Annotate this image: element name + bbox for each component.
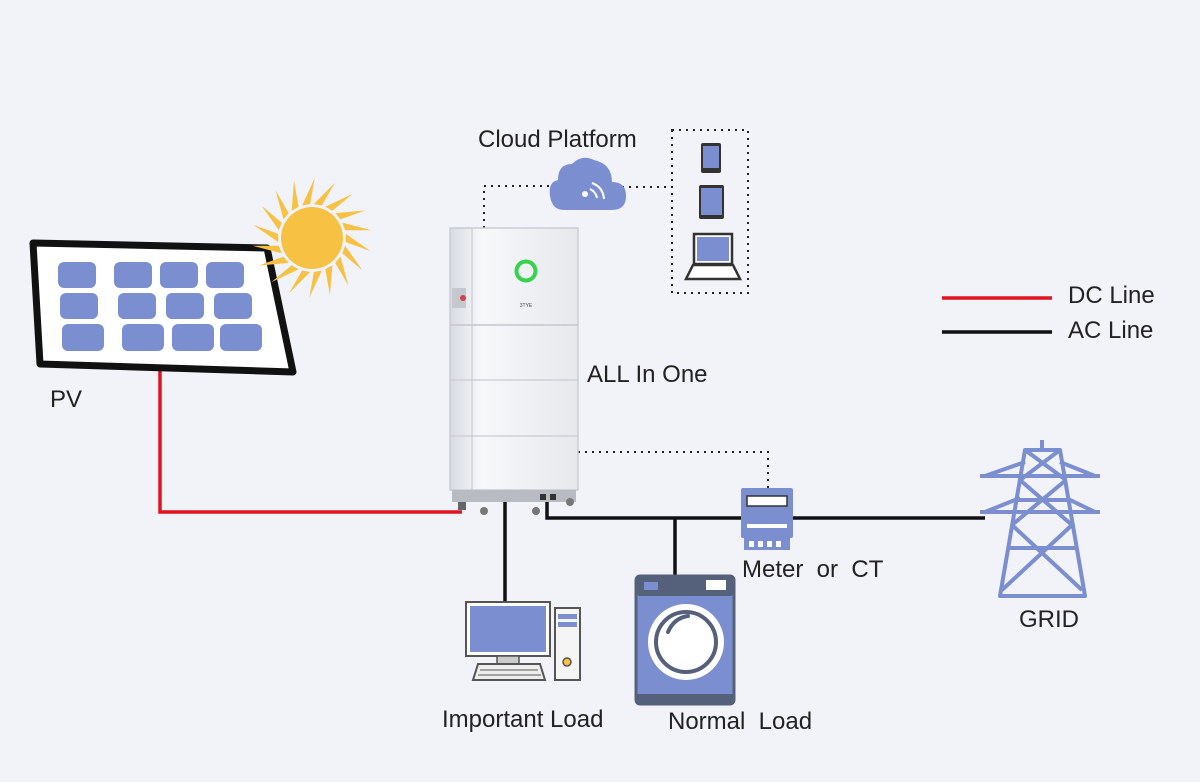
- tablet-icon: [699, 185, 724, 219]
- sun-ray: [288, 270, 311, 294]
- sun-ray: [335, 256, 349, 286]
- cloud-icon: [549, 157, 626, 210]
- sun-ray: [291, 180, 299, 211]
- sun-ray: [309, 270, 322, 298]
- sun-ray: [258, 256, 289, 266]
- phone-icon: [701, 143, 721, 173]
- sun-ray: [302, 178, 315, 206]
- sun-ray: [313, 182, 336, 206]
- legend-dc-label: DC Line: [1068, 282, 1155, 309]
- sun-ray: [325, 265, 333, 296]
- comm-line-meter: [578, 451, 769, 488]
- sun-ray: [342, 222, 372, 231]
- pylon-icon: [980, 440, 1100, 598]
- ac-line-main: [545, 500, 985, 520]
- sun-ray: [253, 224, 279, 243]
- legend-ac-label: AC Line: [1068, 317, 1154, 344]
- important-load-label: Important Load: [442, 706, 604, 733]
- sun-ray: [271, 265, 299, 283]
- brand-mark: 3TYE: [520, 303, 533, 309]
- washing-machine-icon: [634, 574, 736, 706]
- sun-ray: [275, 190, 289, 220]
- sun-icon: [252, 178, 372, 298]
- pv-label: PV: [50, 386, 83, 413]
- all-in-one-label: ALL In One: [587, 361, 708, 388]
- solar-panel-icon: [29, 239, 297, 376]
- sun-ray: [325, 193, 353, 211]
- sun-ray: [342, 245, 363, 271]
- computer-icon: [465, 601, 581, 681]
- sun-core: [281, 207, 343, 269]
- meter-label: Meter or CT: [742, 556, 884, 583]
- sun-ray: [252, 245, 282, 254]
- normal-load-label: Normal Load: [668, 708, 813, 735]
- comm-line-cloud: [483, 185, 552, 228]
- laptop-icon: [683, 232, 743, 281]
- sun-ray: [261, 205, 282, 231]
- sun-ray: [335, 210, 366, 220]
- dc-line: [158, 370, 462, 514]
- meter-icon: [741, 488, 793, 550]
- grid-label: GRID: [1019, 606, 1079, 633]
- cloud-platform-label: Cloud Platform: [478, 126, 637, 153]
- all-in-one-unit: 3TYE: [449, 227, 579, 515]
- sun-ray: [345, 233, 371, 252]
